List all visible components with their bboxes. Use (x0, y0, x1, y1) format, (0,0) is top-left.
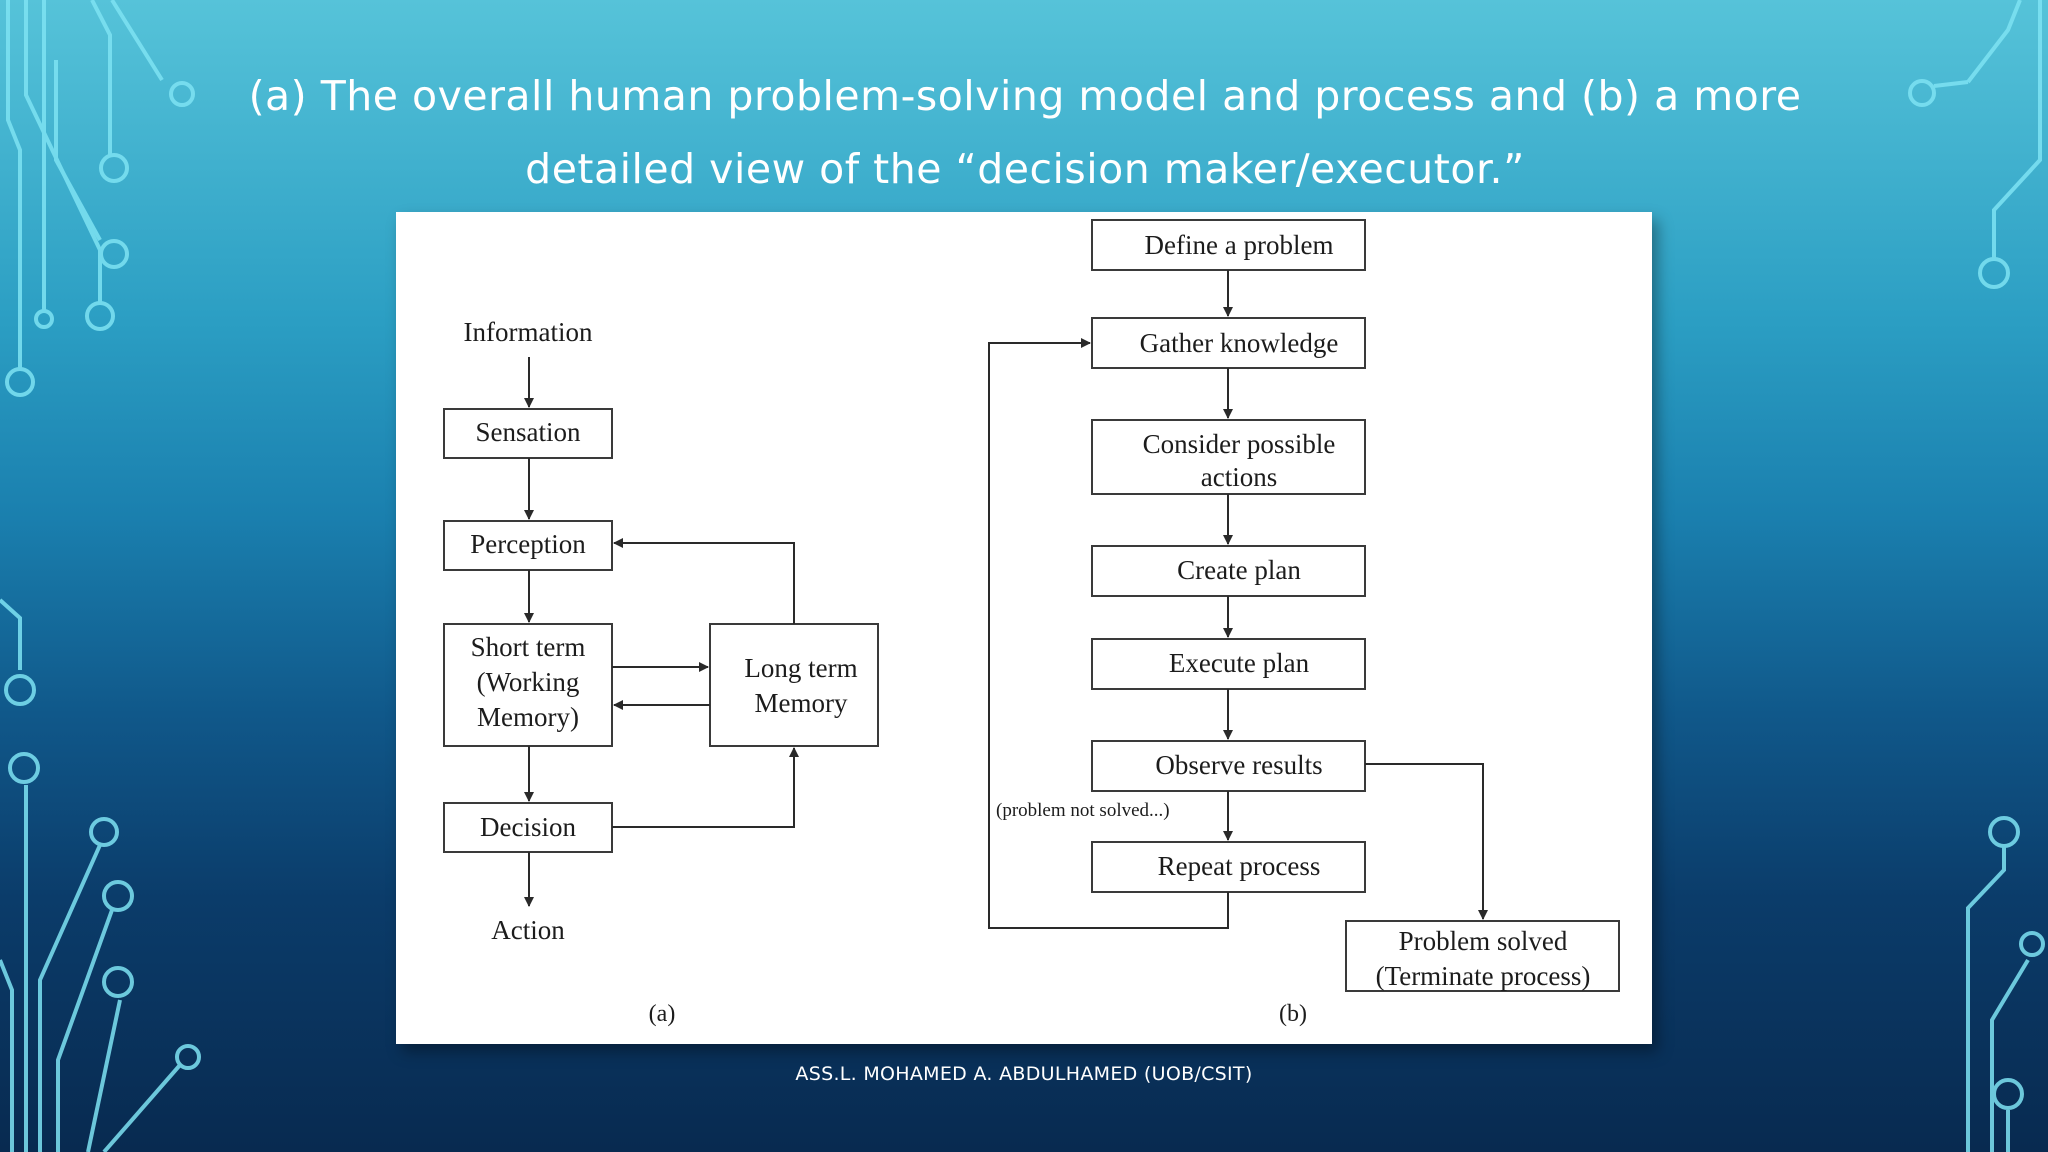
slide-title: (a) The overall human problem-solving mo… (210, 60, 1840, 206)
action-label: Action (491, 915, 565, 945)
slide-footer: ASS.L. MOHAMED A. ABDULHAMED (UOB/CSIT) (795, 1063, 1253, 1085)
diagram-b: Define a problem Gather knowledge Consid… (988, 219, 1620, 1027)
perception-node (443, 520, 613, 571)
consider-actions-label-line-1: Consider possible (1143, 429, 1336, 459)
long-term-label-line-2: Memory (755, 688, 848, 718)
short-term-label-line-2: (Working (477, 667, 580, 697)
edge-repeat-to-gather-loop (988, 338, 1229, 929)
perception-label: Perception (470, 529, 586, 559)
slide-title-line-1: (a) The overall human problem-solving mo… (248, 72, 1802, 120)
execute-plan-node (1091, 638, 1366, 690)
sensation-node (443, 408, 613, 459)
caption-b: (b) (1279, 1001, 1307, 1027)
short-term-memory-node (443, 623, 613, 747)
short-term-label-line-3: Memory) (477, 702, 579, 732)
decision-node (443, 802, 613, 853)
repeat-process-node (1091, 841, 1366, 893)
circuit-decoration-left (0, 0, 201, 1152)
decision-label: Decision (480, 812, 576, 842)
repeat-process-label: Repeat process (1158, 851, 1321, 881)
observe-results-node (1091, 740, 1366, 792)
sensation-label: Sensation (476, 417, 581, 447)
circuit-decoration-right (1908, 0, 2045, 1152)
create-plan-node (1091, 545, 1366, 597)
long-term-memory-node (709, 623, 879, 747)
long-term-label-line-1: Long term (744, 653, 857, 683)
short-term-label-line-1: Short term (471, 632, 586, 662)
diagram-a: Information Sensation Perception Short t… (443, 317, 879, 1027)
consider-actions-label-line-2: actions (1201, 462, 1277, 492)
edge-observe-to-solved (1365, 763, 1488, 920)
problem-solving-diagram: Information Sensation Perception Short t… (443, 219, 1620, 1027)
problem-solved-node (1345, 920, 1620, 992)
caption-a: (a) (649, 1001, 676, 1027)
consider-actions-node (1091, 419, 1366, 495)
slide-title-line-2: detailed view of the “decision maker/exe… (525, 145, 1525, 193)
gather-knowledge-label: Gather knowledge (1140, 328, 1339, 358)
figure-panel: Information Sensation Perception Short t… (396, 212, 1652, 1044)
define-problem-node (1091, 219, 1366, 271)
problem-solved-label-line-2: (Terminate process) (1376, 961, 1591, 991)
problem-not-solved-label: (problem not solved...) (996, 800, 1170, 821)
execute-plan-label: Execute plan (1169, 648, 1310, 678)
edge-decision-to-long-term (612, 747, 799, 828)
edge-long-term-to-perception (613, 538, 795, 624)
observe-results-label: Observe results (1155, 750, 1322, 780)
create-plan-label: Create plan (1177, 555, 1301, 585)
information-label: Information (464, 317, 593, 347)
problem-solved-label-line-1: Problem solved (1399, 926, 1568, 956)
define-problem-label: Define a problem (1145, 230, 1334, 260)
